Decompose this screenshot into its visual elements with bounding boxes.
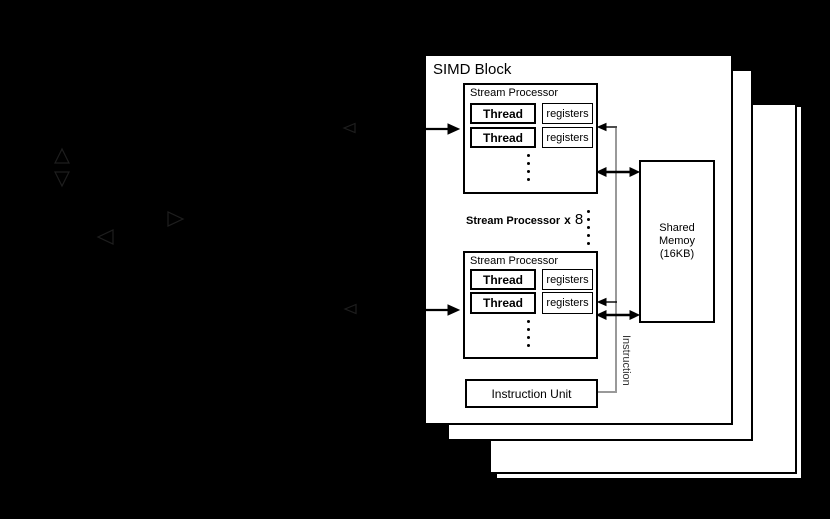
registers-box: registers bbox=[542, 127, 593, 148]
faint-left-arrowhead-upper bbox=[342, 122, 356, 134]
thread-box: Thread bbox=[470, 292, 536, 314]
multiplier-label: Stream Processor bbox=[466, 215, 561, 227]
shared-memory-label: Shared Memoy bbox=[658, 222, 696, 247]
registers-box: registers bbox=[542, 292, 593, 314]
multiplier-count: 8 bbox=[574, 211, 584, 228]
shared-memory-size: (16KB) bbox=[659, 248, 695, 260]
faint-down-arrowhead bbox=[54, 171, 70, 188]
simd-block-sheet: SIMD Block Stream Processor Thread regis… bbox=[424, 54, 733, 425]
faint-left-arrowhead-lower bbox=[343, 303, 357, 315]
ellipsis-dots bbox=[587, 207, 590, 247]
stream-processor-box-1: Stream Processor Thread registers Thread… bbox=[463, 83, 598, 194]
simd-block-title: SIMD Block bbox=[433, 61, 512, 78]
thread-box: Thread bbox=[470, 269, 536, 290]
ellipsis-dots bbox=[527, 317, 530, 349]
stream-processor-label: Stream Processor bbox=[470, 87, 559, 99]
stream-processor-multiplier: Stream Processor x 8 bbox=[466, 211, 583, 228]
registers-box: registers bbox=[542, 103, 593, 124]
shared-memory-box: Shared Memoy (16KB) bbox=[639, 160, 715, 323]
stream-processor-box-2: Stream Processor Thread registers Thread… bbox=[463, 251, 598, 359]
instruction-unit-box: Instruction Unit bbox=[465, 379, 598, 408]
instruction-bus-label: Instruction bbox=[620, 335, 632, 386]
thread-box: Thread bbox=[470, 127, 536, 148]
thread-box: Thread bbox=[470, 103, 536, 124]
faint-left-arrowhead bbox=[96, 229, 114, 245]
faint-up-arrowhead bbox=[54, 147, 70, 164]
ellipsis-dots bbox=[527, 151, 530, 183]
stream-processor-label: Stream Processor bbox=[470, 255, 559, 267]
registers-box: registers bbox=[542, 269, 593, 290]
faint-right-arrowhead bbox=[167, 211, 185, 227]
multiplier-times: x bbox=[564, 213, 571, 227]
